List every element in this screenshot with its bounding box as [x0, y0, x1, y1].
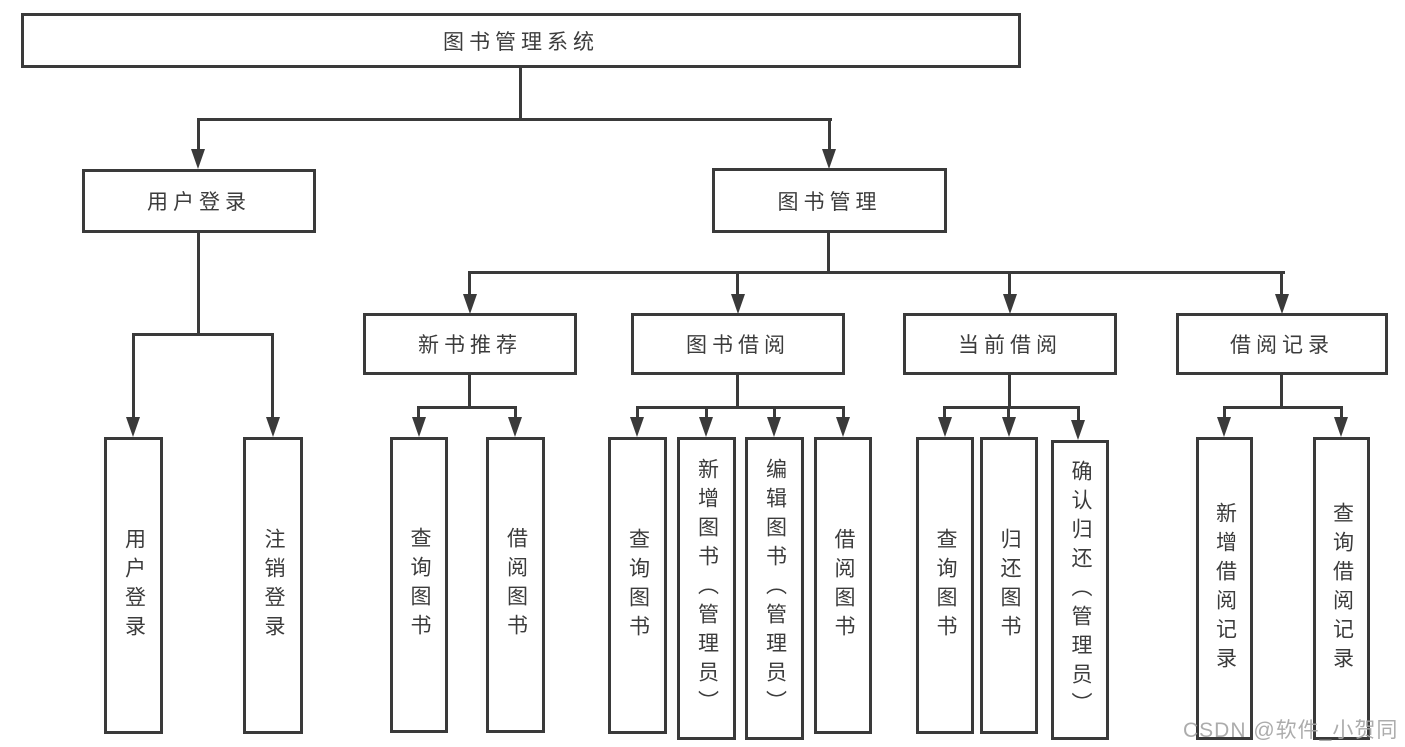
- leaf-confirm-return-admin: 确认归还（管理员）: [1051, 440, 1109, 740]
- connector-line: [197, 118, 200, 152]
- connector-line: [842, 406, 845, 419]
- connector-line: [1007, 406, 1010, 419]
- leaf-query-books-current: 查询图书: [916, 437, 974, 734]
- leaf-logout: 注销登录: [243, 437, 303, 734]
- connector-line: [468, 271, 1285, 274]
- connector-line: [1340, 406, 1343, 419]
- connector-line: [197, 118, 832, 121]
- connector-line: [1280, 373, 1283, 409]
- arrow-down-icon: [731, 294, 745, 314]
- connector-line: [1223, 406, 1226, 419]
- node-borrow-records: 借阅记录: [1176, 313, 1388, 375]
- leaf-borrow-books: 借阅图书: [814, 437, 872, 734]
- connector-line: [736, 373, 739, 409]
- connector-line: [197, 231, 200, 335]
- connector-line: [705, 406, 708, 419]
- leaf-user-login: 用户登录: [104, 437, 163, 734]
- arrow-down-icon: [126, 417, 140, 437]
- arrow-down-icon: [1003, 294, 1017, 314]
- leaf-edit-book-admin: 编辑图书（管理员）: [745, 437, 804, 740]
- connector-line: [468, 373, 471, 409]
- connector-line: [636, 406, 845, 409]
- leaf-return-book: 归还图书: [980, 437, 1038, 734]
- connector-line: [514, 406, 517, 419]
- connector-line: [636, 406, 639, 419]
- connector-line: [519, 66, 522, 119]
- connector-line: [132, 333, 135, 419]
- arrow-down-icon: [191, 149, 205, 169]
- arrow-down-icon: [1334, 417, 1348, 437]
- arrow-down-icon: [412, 417, 426, 437]
- arrow-down-icon: [938, 417, 952, 437]
- connector-line: [827, 231, 830, 274]
- connector-line: [773, 406, 776, 419]
- connector-line: [132, 333, 274, 336]
- connector-line: [1008, 373, 1011, 409]
- connector-line: [943, 406, 946, 419]
- node-book-borrow: 图书借阅: [631, 313, 845, 375]
- connector-line: [828, 118, 831, 152]
- node-current-borrow: 当前借阅: [903, 313, 1117, 375]
- arrow-down-icon: [266, 417, 280, 437]
- connector-line: [417, 406, 420, 419]
- leaf-query-books-borrow: 查询图书: [608, 437, 667, 734]
- connector-line: [1280, 271, 1283, 296]
- node-book-management: 图书管理: [712, 168, 947, 233]
- connector-line: [1223, 406, 1342, 409]
- connector-line: [1077, 406, 1080, 422]
- leaf-add-book-admin: 新增图书（管理员）: [677, 437, 736, 740]
- arrow-down-icon: [699, 417, 713, 437]
- arrow-down-icon: [1217, 417, 1231, 437]
- arrow-down-icon: [1275, 294, 1289, 314]
- connector-line: [1008, 271, 1011, 296]
- connector-line: [417, 406, 517, 409]
- arrow-down-icon: [1071, 420, 1085, 440]
- arrow-down-icon: [1002, 417, 1016, 437]
- leaf-query-books-recommend: 查询图书: [390, 437, 448, 733]
- leaf-add-borrow-record: 新增借阅记录: [1196, 437, 1253, 740]
- arrow-down-icon: [463, 294, 477, 314]
- leaf-borrow-books-recommend: 借阅图书: [486, 437, 545, 733]
- connector-line: [943, 406, 1080, 409]
- arrow-down-icon: [822, 149, 836, 169]
- arrow-down-icon: [767, 417, 781, 437]
- arrow-down-icon: [836, 417, 850, 437]
- connector-line: [468, 271, 471, 296]
- connector-line: [271, 333, 274, 419]
- watermark: CSDN @软件_小贺同学: [1183, 719, 1399, 742]
- arrow-down-icon: [508, 417, 522, 437]
- leaf-query-borrow-record: 查询借阅记录: [1313, 437, 1370, 740]
- arrow-down-icon: [630, 417, 644, 437]
- node-library-system: 图书管理系统: [21, 13, 1021, 68]
- node-user-login: 用户登录: [82, 169, 316, 233]
- connector-line: [736, 271, 739, 296]
- node-new-book-recommend: 新书推荐: [363, 313, 577, 375]
